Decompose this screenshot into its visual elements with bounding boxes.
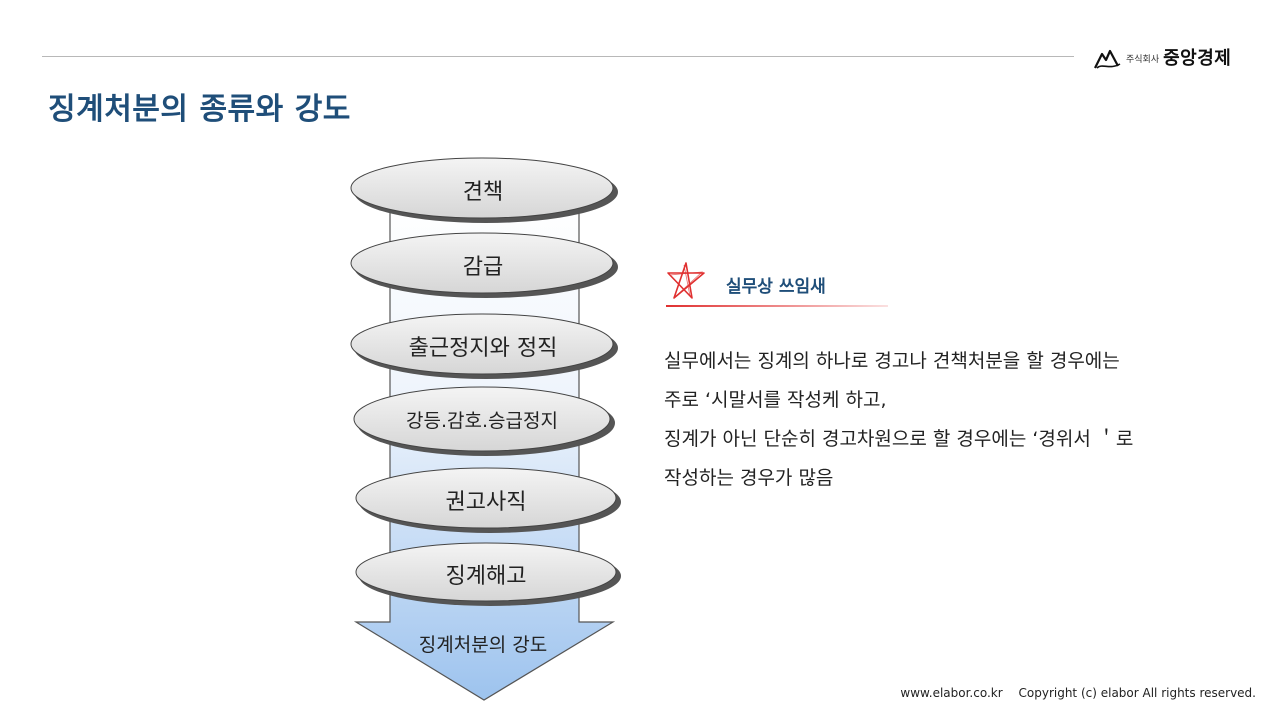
note-underline <box>666 305 888 307</box>
star-icon <box>667 262 705 299</box>
company-logo: 주식회사 중앙경제 <box>1094 42 1231 70</box>
stage-ellipse-4 <box>353 386 615 456</box>
note-heading: 실무상 쓰임새 <box>726 277 826 297</box>
logo-prefix: 주식회사 <box>1126 55 1160 65</box>
stage-label-reprimand: 견책 <box>462 180 504 205</box>
footer-site: www.elabor.co.kr <box>900 686 1003 700</box>
footer-copyright: Copyright (c) elabor All rights reserved… <box>1018 686 1257 700</box>
note-line: 징계가 아닌 단순히 경고차원으로 할 경우에는 ‘경위서 ＇로 <box>664 428 1134 450</box>
stage-label-dismissal: 징계해고 <box>445 564 527 589</box>
stage-label-suspension: 출근정지와 정직 <box>408 336 558 361</box>
logo-name: 중앙경제 <box>1163 48 1232 69</box>
note-line: 작성하는 경우가 많음 <box>664 467 834 489</box>
note-line: 실무에서는 징계의 하나로 경고나 견책처분을 할 경우에는 <box>664 350 1120 372</box>
stage-ellipse-2 <box>350 232 618 298</box>
stage-ellipse-5 <box>355 467 621 533</box>
stage-ellipse-1 <box>350 157 618 223</box>
mountain-logo-icon <box>1094 49 1121 69</box>
page-title: 징계처분의 종류와 강도 <box>48 92 351 127</box>
note-line: 주로 ‘시말서를 작성케 하고, <box>664 389 887 411</box>
stage-ellipse-3 <box>350 313 618 379</box>
stage-ellipse-6 <box>355 542 621 606</box>
note-body: 실무에서는 징계의 하나로 경고나 견책처분을 할 경우에는 주로 ‘시말서를 … <box>664 342 1224 498</box>
footer: www.elabor.co.kr Copyright (c) elabor Al… <box>900 686 1256 700</box>
stage-label-demotion: 강등.감호.승급정지 <box>406 410 558 432</box>
header-divider <box>42 56 1074 57</box>
stage-label-advised-resignation: 권고사직 <box>445 490 527 515</box>
arrow-label: 징계처분의 강도 <box>418 634 548 656</box>
stage-label-pay-cut: 감급 <box>462 255 504 280</box>
